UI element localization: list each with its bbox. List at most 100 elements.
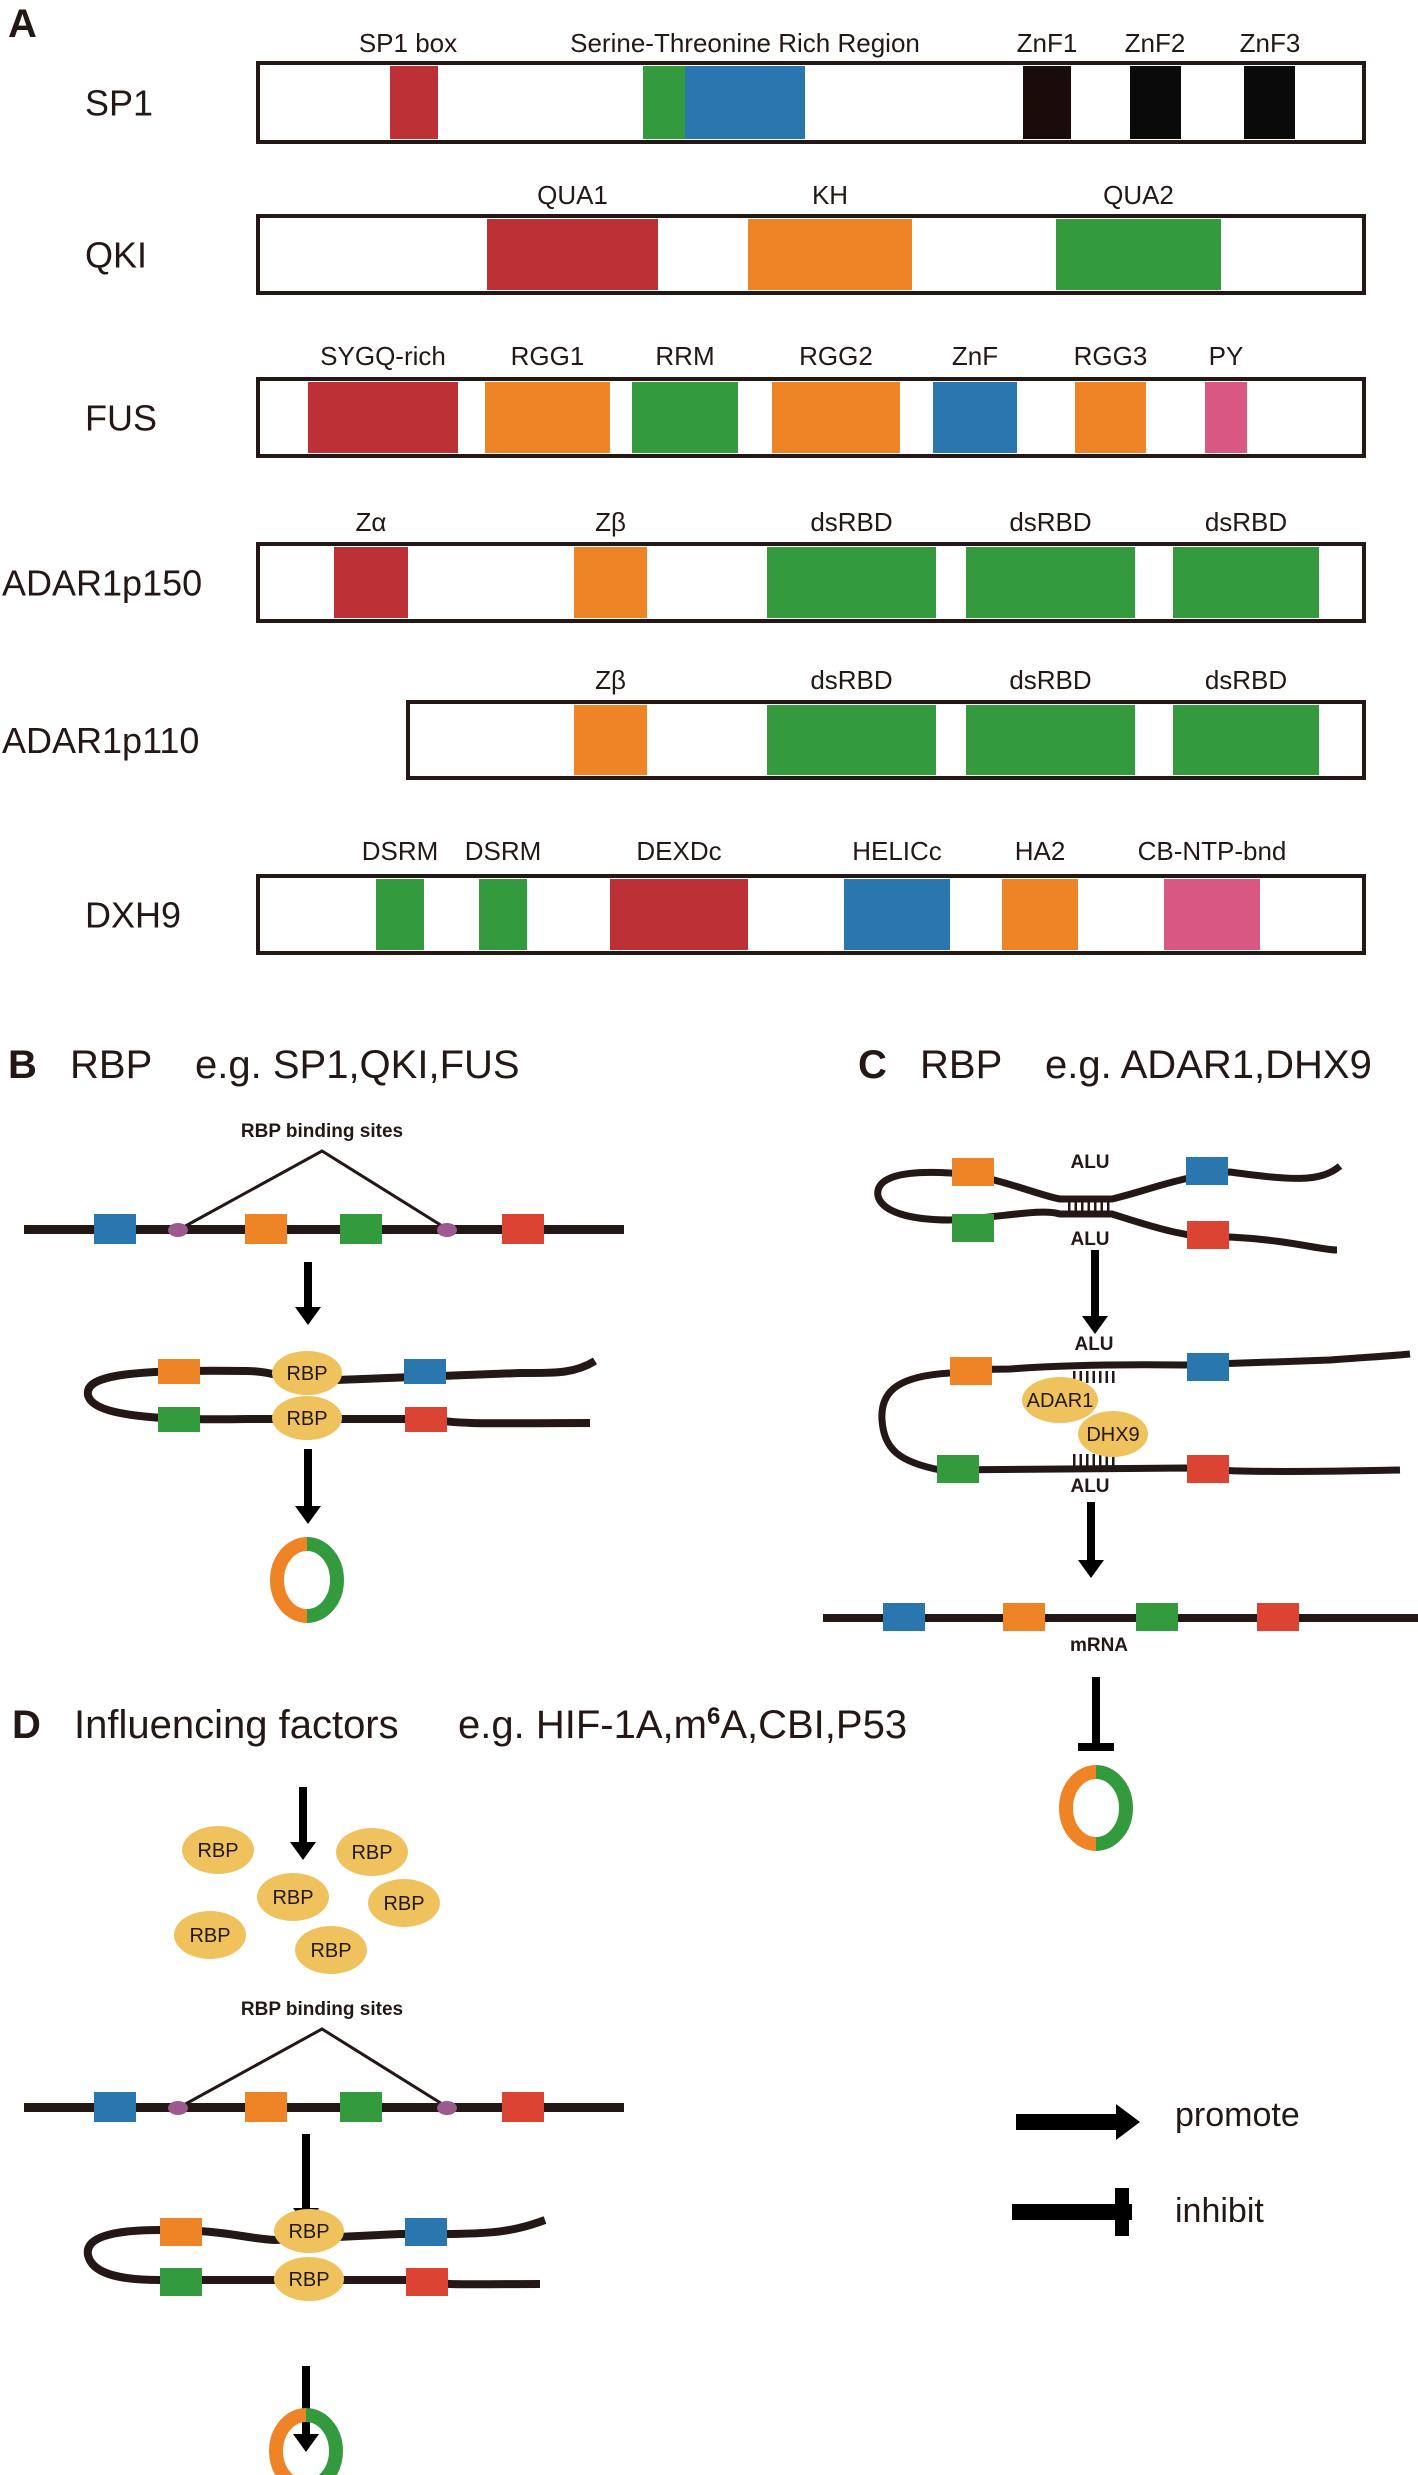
rbp-ellipse (174, 1911, 246, 1959)
domain-label: CB-NTP-bnd (1138, 836, 1287, 866)
legend-promote-label: promote (1175, 2096, 1300, 2134)
binding-site-marker (437, 1223, 457, 1237)
rbp-ellipse (368, 1879, 440, 1927)
binding-site-pointer (179, 1149, 448, 1231)
pre-mrna-strand-top (949, 1163, 1343, 1203)
rbp-label: DHX9 (1086, 1424, 1139, 1446)
rbp-protein: RBP (295, 1926, 367, 1974)
alu-base-pair-tick (1079, 1371, 1082, 1383)
alu-base-pair-tick (1087, 1199, 1090, 1214)
alu-base-pair-tick (1112, 1371, 1115, 1383)
rbp-protein: RBP (336, 1828, 408, 1876)
panel-d-examples-superscript: 6 (707, 1703, 720, 1730)
circrna-green-half (306, 1537, 344, 1623)
exon-block (952, 1158, 994, 1186)
down-arrow-icon (295, 1449, 321, 1524)
domain-label: QUA2 (1103, 180, 1174, 210)
domain-block (767, 547, 936, 618)
protein-backbone-outline (256, 542, 1366, 623)
panel-b-title: RBP (70, 1043, 152, 1087)
mrna-line (823, 1614, 1418, 1622)
alu-base-pair-tick (1086, 1454, 1089, 1466)
domain-label: Zβ (595, 507, 626, 537)
domain-label: Zα (356, 507, 387, 537)
panel-c: C RBP e.g. ADAR1,DHX9 ALUALUALUADAR1DHX9… (823, 1043, 1418, 1851)
alu-label-top: ALU (1074, 1334, 1113, 1355)
legend: promote inhibit (1012, 2096, 1300, 2236)
exon-block (950, 1357, 992, 1385)
panel-d-examples-prefix: e.g. HIF-1A,m (458, 1703, 707, 1747)
circrna-icon (269, 2408, 343, 2475)
exon-block (1187, 1455, 1229, 1483)
domain-label: RGG1 (511, 341, 585, 371)
exon-block (405, 1407, 447, 1432)
domain-label: QUA1 (537, 180, 608, 210)
protein-name-label: ADAR1p150 (2, 563, 202, 604)
alu-label-top: ALU (1070, 1152, 1109, 1173)
exon-block (1187, 1221, 1229, 1249)
rbp-ellipse (1022, 1377, 1098, 1423)
exon-block (160, 2218, 202, 2246)
domain-block (844, 879, 950, 950)
circrna-icon (1059, 1765, 1133, 1851)
panel-a-letter: A (8, 2, 37, 46)
panel-b: B RBP e.g. SP1,QKI,FUS RBP binding sites… (8, 1043, 624, 1623)
panel-b-linear-pre-mrna: RBP binding sites (24, 1121, 624, 1244)
domain-label: Serine-Threonine Rich Region (570, 28, 920, 58)
alu-base-pair-tick (1105, 1371, 1108, 1383)
rbp-ellipse (1078, 1411, 1148, 1457)
rbp-protein: RBP (272, 1396, 342, 1440)
domain-block (574, 705, 647, 775)
binding-site-marker (168, 1223, 188, 1237)
domain-label: dsRBD (1205, 507, 1287, 537)
pre-mrna-strand-bottom (160, 2276, 541, 2289)
domain-label: ZnF3 (1240, 28, 1301, 58)
panel-c-examples: e.g. ADAR1,DHX9 (1045, 1043, 1372, 1087)
down-arrow-icon (290, 1787, 316, 1860)
down-arrow-icon (1082, 1250, 1108, 1334)
down-arrow-icon (295, 1262, 321, 1325)
rbp-ellipse (295, 1926, 367, 1974)
domain-block (1173, 705, 1319, 775)
panel-b-letter: B (8, 1043, 37, 1087)
domain-block (1164, 879, 1260, 950)
rbp-label: ADAR1 (1027, 1390, 1094, 1412)
alu-base-pair-tick (1074, 1199, 1077, 1214)
exon-block (1186, 1157, 1228, 1185)
alu-base-pair-tick (1081, 1199, 1084, 1214)
domain-block (632, 382, 738, 453)
panel-d-title: Influencing factors (74, 1703, 399, 1747)
rbp-label: RBP (189, 1925, 230, 1947)
alu-base-pair-tick (1100, 1199, 1103, 1214)
binding-site-pointer (179, 2027, 448, 2109)
pre-mrna-strand-top (949, 1350, 1411, 1374)
exon-block (406, 2268, 448, 2296)
alu-base-pair-tick (1086, 1371, 1089, 1383)
alu-base-pair-tick (1099, 1454, 1102, 1466)
rbp-label: RBP (197, 1840, 238, 1862)
domain-block (485, 382, 610, 453)
rbp-label: RBP (288, 2269, 329, 2291)
domain-block (574, 547, 647, 618)
domain-block (308, 382, 458, 453)
domain-label: dsRBD (1009, 507, 1091, 537)
exon-block (245, 2092, 287, 2122)
rbp-ellipse (274, 2209, 344, 2253)
circrna-icon (270, 1537, 344, 1623)
circrna-orange-half (1059, 1765, 1097, 1851)
alu-base-pair-tick (1094, 1199, 1097, 1214)
pre-mrna-strand-loop (874, 1168, 951, 1224)
exon-block (1003, 1603, 1045, 1631)
pre-mrna-line (24, 2103, 624, 2112)
domain-block (1056, 219, 1221, 290)
pre-mrna-strand-top (159, 2216, 547, 2245)
domain-block (376, 879, 424, 950)
exon-block (1136, 1603, 1178, 1631)
pre-mrna-strand-loop (878, 1369, 951, 1474)
domain-label: RGG3 (1074, 341, 1148, 371)
rbp-label: RBP (351, 1842, 392, 1864)
domain-label: ZnF (952, 341, 998, 371)
